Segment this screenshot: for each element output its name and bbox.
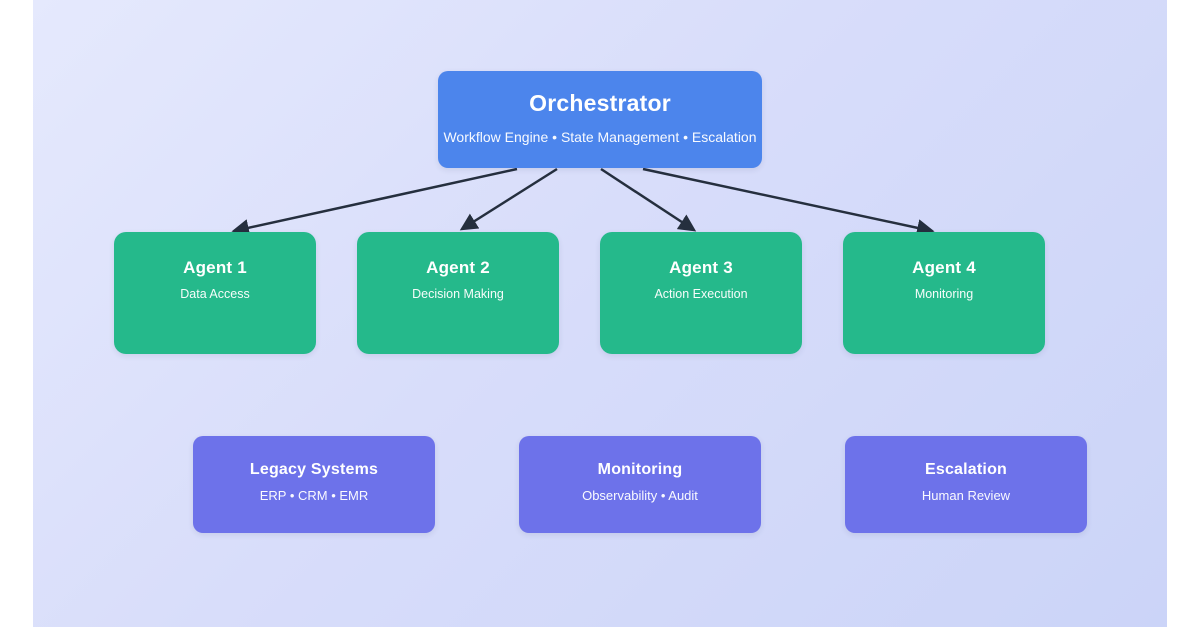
agent-1-title: Agent 1	[183, 258, 247, 277]
agent-3-node: Agent 3 Action Execution	[600, 232, 802, 354]
orchestrator-node: Orchestrator Workflow Engine • State Man…	[438, 71, 762, 168]
agent-4-node: Agent 4 Monitoring	[843, 232, 1045, 354]
legacy-systems-title: Legacy Systems	[249, 461, 379, 478]
orchestrator-subtitle: Workflow Engine • State Management • Esc…	[443, 129, 757, 145]
agent-3-title: Agent 3	[669, 258, 733, 277]
monitoring-subtitle: Observability • Audit	[582, 488, 698, 503]
agent-1-node: Agent 1 Data Access	[114, 232, 316, 354]
agent-3-subtitle: Action Execution	[654, 287, 748, 301]
agent-4-subtitle: Monitoring	[914, 287, 974, 301]
monitoring-title: Monitoring	[597, 461, 683, 478]
orchestrator-title: Orchestrator	[529, 90, 671, 116]
escalation-title: Escalation	[924, 461, 1008, 478]
agent-2-subtitle: Decision Making	[412, 287, 504, 301]
legacy-systems-node: Legacy Systems ERP • CRM • EMR	[193, 436, 435, 533]
agent-1-subtitle: Data Access	[180, 287, 250, 301]
agent-2-node: Agent 2 Decision Making	[357, 232, 559, 354]
monitoring-node: Monitoring Observability • Audit	[519, 436, 761, 533]
escalation-subtitle: Human Review	[921, 488, 1011, 503]
escalation-node: Escalation Human Review	[845, 436, 1087, 533]
agent-4-title: Agent 4	[912, 258, 976, 277]
agent-2-title: Agent 2	[426, 258, 490, 277]
legacy-systems-subtitle: ERP • CRM • EMR	[259, 488, 369, 503]
